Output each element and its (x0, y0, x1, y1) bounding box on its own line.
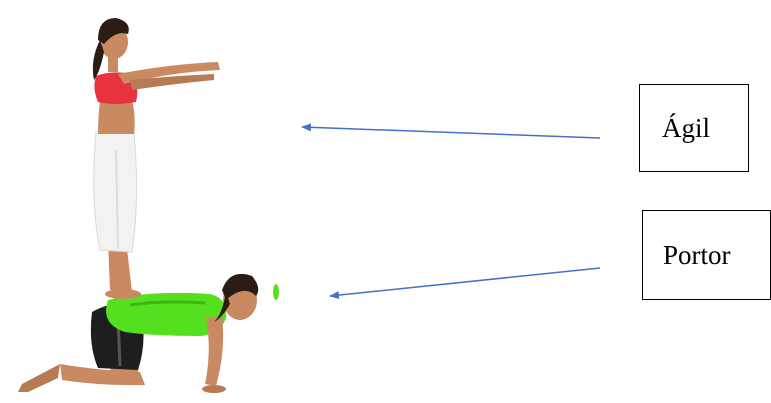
agil-label-box: Ágil (639, 84, 749, 172)
agil-figure (93, 18, 220, 299)
agil-arrow (302, 127, 600, 138)
portor-figure (18, 274, 279, 393)
portor-label-box: Portor (642, 210, 771, 300)
portor-label: Portor (663, 240, 731, 271)
portor-arrow (330, 268, 600, 296)
agil-label: Ágil (662, 113, 710, 144)
